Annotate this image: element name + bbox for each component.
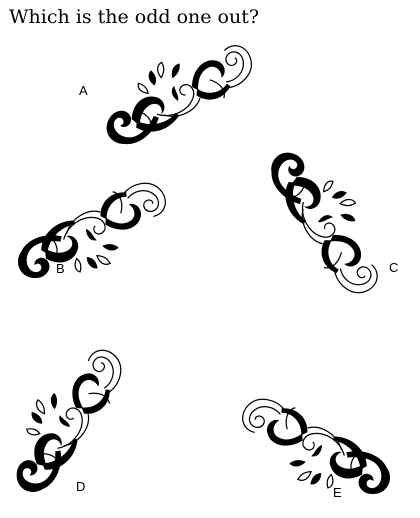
option-c-label: C (389, 260, 399, 275)
figure-d (0, 333, 135, 502)
figure-c (260, 133, 399, 305)
option-b-label: B (56, 261, 65, 276)
figure-b (8, 169, 181, 305)
option-a-label: A (79, 83, 88, 98)
option-e-label: E (333, 485, 342, 500)
question-text: Which is the odd one out? (9, 6, 260, 28)
option-d-label: D (76, 479, 86, 494)
figure-a (89, 23, 263, 155)
figure-e (227, 385, 400, 518)
